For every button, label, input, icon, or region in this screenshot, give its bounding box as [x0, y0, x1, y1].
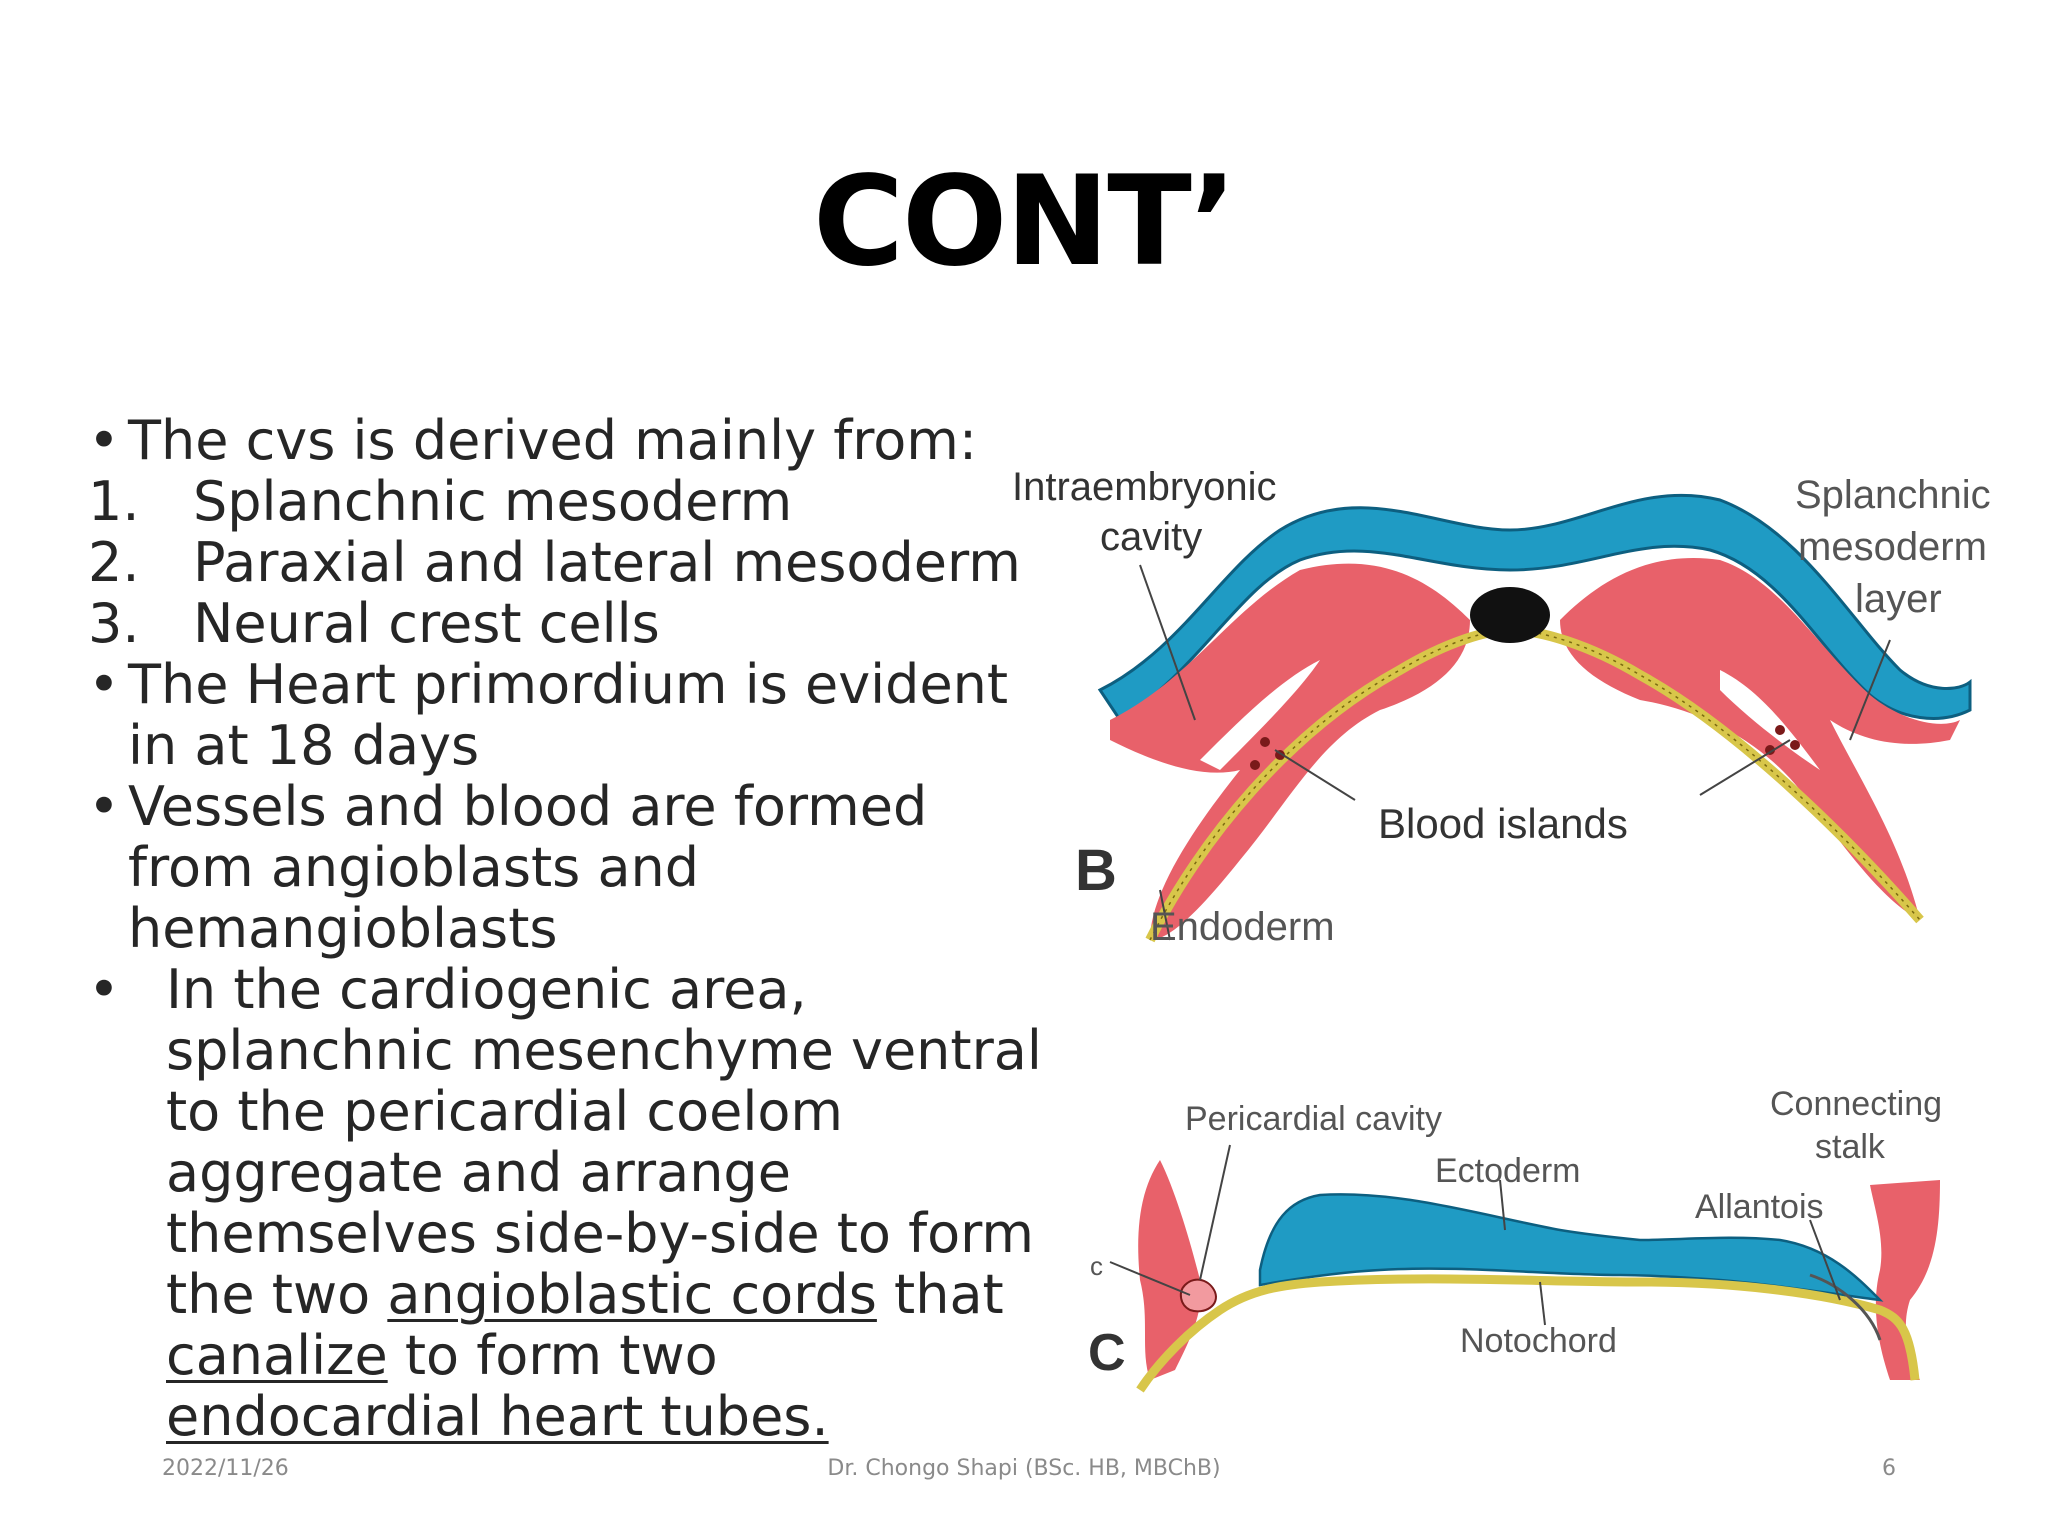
diagram-b: Intraembryonic cavity Splanchnic mesoder…	[1012, 465, 1991, 949]
leader-line	[1274, 749, 1356, 801]
bullet-glyph: •	[88, 653, 120, 716]
item-text: Neural crest cells	[193, 592, 660, 655]
slide-title: CONT’	[813, 150, 1237, 294]
notochord	[1470, 587, 1550, 643]
leader-line	[1809, 1219, 1841, 1301]
label-splanchnic-2: mesoderm	[1798, 525, 1987, 569]
label-connecting-1: Connecting	[1770, 1085, 1942, 1123]
leader-line	[1849, 639, 1891, 741]
endoderm-c	[1136, 1274, 1920, 1393]
label-b: B	[1075, 838, 1117, 903]
mesoderm-left-c	[1138, 1160, 1201, 1380]
bullet-text: in at 18 days	[128, 714, 480, 777]
connecting-stalk	[1870, 1180, 1940, 1380]
bullet-continuation: splanchnic mesenchyme ventral	[88, 1020, 1042, 1081]
blood-island-dot	[1790, 740, 1800, 750]
bullet-text: to the pericardial coelom	[166, 1080, 844, 1143]
bullet-text: aggregate and arrange	[166, 1141, 791, 1204]
label-cavity: cavity	[1100, 515, 1202, 559]
mesoderm-right	[1560, 558, 1960, 920]
label-intraembryonic: Intraembryonic	[1012, 465, 1277, 509]
label-c: C	[1088, 1324, 1126, 1382]
label-edge-letter: c	[1090, 1251, 1103, 1281]
bullet-continuation: canalize to form two	[88, 1325, 1028, 1386]
bullet-item: • The Heart primordium is evident	[88, 654, 1028, 715]
blood-island-dot	[1250, 760, 1260, 770]
leader-line	[1109, 1261, 1191, 1296]
bullet-text: to form two	[387, 1324, 718, 1387]
bullet-continuation: themselves side-by-side to form	[88, 1203, 1034, 1264]
bullet-text: The cvs is derived mainly from:	[128, 409, 978, 472]
bullet-glyph: •	[88, 775, 120, 838]
ectoderm-layer	[1097, 493, 1972, 723]
bullet-text: In the cardiogenic area,	[166, 958, 807, 1021]
bullet-text: that	[876, 1263, 1004, 1326]
label-connecting-2: stalk	[1815, 1128, 1886, 1166]
bullet-continuation: the two angioblastic cords that	[88, 1264, 1028, 1325]
bullet-continuation: hemangioblasts	[88, 898, 1028, 959]
label-blood-islands: Blood islands	[1378, 800, 1628, 847]
label-splanchnic-3: layer	[1855, 577, 1942, 621]
label-allantois: Allantois	[1695, 1188, 1824, 1226]
leader-line	[1499, 1179, 1506, 1231]
numbered-item: 1. Splanchnic mesoderm	[88, 471, 1028, 532]
item-number: 3.	[88, 592, 140, 655]
underlined-term: endocardial heart tubes.	[166, 1385, 829, 1448]
bullet-item: • The cvs is derived mainly from:	[88, 410, 1028, 471]
bullet-text: splanchnic mesenchyme ventral	[166, 1019, 1042, 1082]
allantois	[1809, 1273, 1882, 1341]
leader-line	[1139, 564, 1196, 721]
label-notochord: Notochord	[1460, 1322, 1617, 1360]
leader-line	[1199, 1144, 1231, 1281]
bullet-continuation: endocardial heart tubes.	[88, 1386, 1028, 1447]
blood-island-dot	[1775, 725, 1785, 735]
numbered-item: 2. Paraxial and lateral mesoderm	[88, 532, 1028, 593]
cavity-left	[1200, 660, 1320, 770]
bullet-text: hemangioblasts	[128, 897, 558, 960]
bullet-text: the two	[166, 1263, 388, 1326]
bullet-text: themselves side-by-side to form	[166, 1202, 1035, 1265]
blood-island-dot	[1260, 737, 1270, 747]
numbered-item: 3. Neural crest cells	[88, 593, 1028, 654]
bullet-continuation: in at 18 days	[88, 715, 1028, 776]
footer-author: Dr. Chongo Shapi (BSc. HB, MBChB)	[827, 1456, 1221, 1481]
bullet-glyph: •	[88, 409, 120, 472]
underlined-term: angioblastic cords	[387, 1263, 877, 1326]
footer-page-number: 6	[1882, 1456, 1896, 1481]
leader-line	[1159, 889, 1171, 941]
label-pericardial-cavity: Pericardial cavity	[1185, 1100, 1442, 1138]
label-endoderm: Endoderm	[1150, 905, 1335, 949]
item-number: 2.	[88, 531, 140, 594]
leader-line	[1699, 739, 1791, 796]
bullet-glyph: •	[88, 958, 120, 1021]
bullet-continuation: from angioblasts and	[88, 837, 1028, 898]
bullet-text: from angioblasts and	[128, 836, 700, 899]
underlined-term: canalize	[166, 1324, 388, 1387]
diagram-c: Pericardial cavity Ectoderm Connecting s…	[1088, 1085, 1942, 1393]
label-ectoderm: Ectoderm	[1435, 1152, 1581, 1190]
bullet-item: • Vessels and blood are formed	[88, 776, 1028, 837]
bullet-continuation: aggregate and arrange	[88, 1142, 1028, 1203]
item-text: Paraxial and lateral mesoderm	[193, 531, 1021, 594]
leader-line	[1539, 1281, 1546, 1326]
ectoderm-c	[1258, 1193, 1884, 1302]
bullet-item: • In the cardiogenic area,	[88, 959, 1028, 1020]
blood-island-dot	[1765, 745, 1775, 755]
pericardial-heart	[1179, 1278, 1217, 1313]
bullet-continuation: to the pericardial coelom	[88, 1081, 1028, 1142]
label-splanchnic-1: Splanchnic	[1795, 473, 1991, 517]
bullet-text: Vessels and blood are formed	[128, 775, 928, 838]
item-text: Splanchnic mesoderm	[193, 470, 793, 533]
bullet-list: • The cvs is derived mainly from: 1. Spl…	[88, 410, 1042, 1447]
bullet-text: The Heart primordium is evident	[128, 653, 1009, 716]
item-number: 1.	[88, 470, 140, 533]
footer-date: 2022/11/26	[162, 1456, 289, 1481]
